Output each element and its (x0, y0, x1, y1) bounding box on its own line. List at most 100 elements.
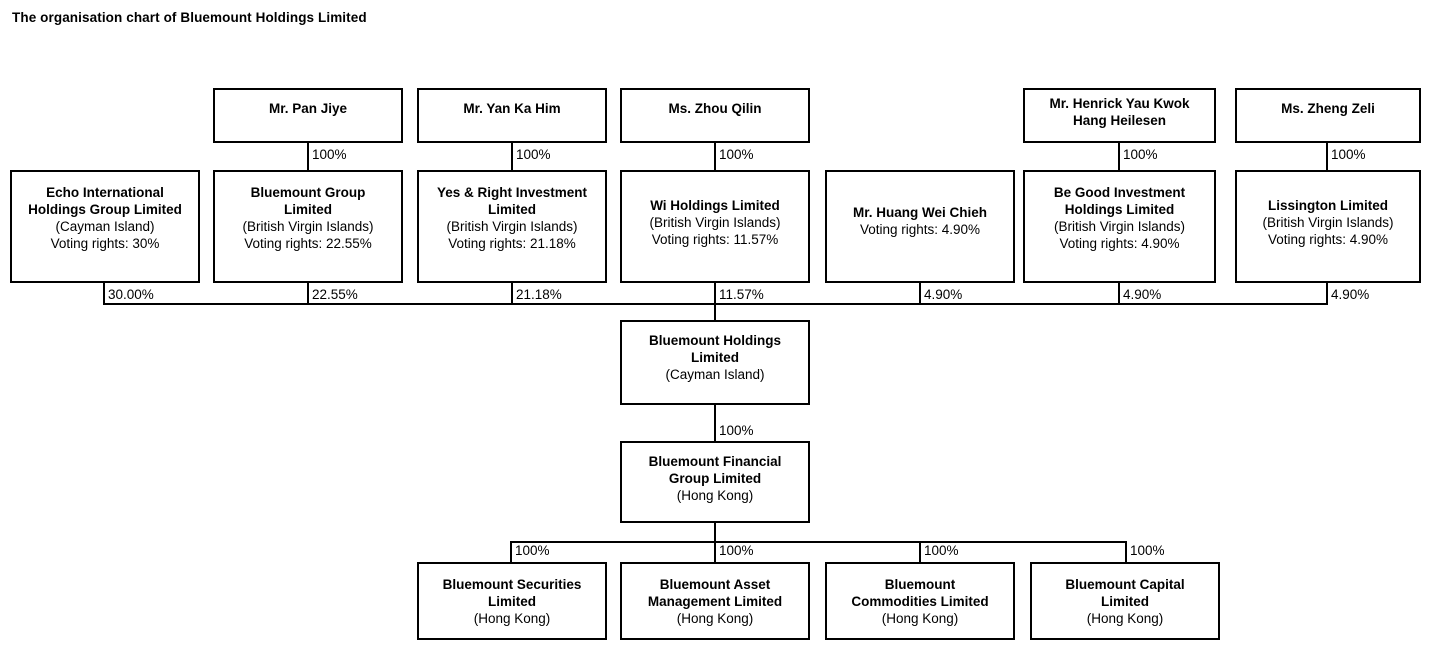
entity-name-line1: Bluemount Securities (442, 577, 582, 592)
entity-name-line1: Bluemount (884, 577, 956, 592)
entity-jurisdiction: (British Virgin Islands) (649, 214, 781, 230)
stub-lissington (1326, 283, 1328, 305)
person-name-line1: Mr. Henrick Yau Kwok (1049, 96, 1190, 111)
stub-wi-holdings (714, 283, 716, 305)
pct-bluemount-securities: 100% (515, 543, 550, 558)
pct-pan-jiye: 100% (312, 147, 347, 162)
entity-name-line1: Bluemount Holdings (649, 333, 781, 348)
entity-name-line1: Bluemount Capital (1065, 577, 1185, 592)
pct-bluemount-asset-management: 100% (719, 543, 754, 558)
entity-name-line2: Holdings Group Limited (28, 201, 182, 217)
entity-jurisdiction: (British Virgin Islands) (1262, 214, 1394, 230)
entity-jurisdiction: (British Virgin Islands) (446, 218, 578, 234)
person-box-zhou-qilin[interactable]: Ms. Zhou Qilin (620, 88, 810, 143)
person-box-zheng-zeli[interactable]: Ms. Zheng Zeli (1235, 88, 1421, 143)
entity-voting-rights: Voting rights: 22.55% (244, 235, 372, 251)
connector-financial-group-to-subsidiary-bus (714, 523, 716, 543)
entity-jurisdiction: (Hong Kong) (676, 610, 754, 626)
pct-holdings-to-financial-group: 100% (719, 423, 754, 438)
entity-box-wi-holdings[interactable]: Wi Holdings Limited (British Virgin Isla… (620, 170, 810, 283)
pct-bluemount-group: 22.55% (312, 287, 358, 302)
entity-name-line1: Mr. Huang Wei Chieh (852, 205, 987, 220)
connector-zheng-zeli-to-lissington (1326, 143, 1328, 171)
entity-jurisdiction: (British Virgin Islands) (242, 218, 374, 234)
stub-echo-international (103, 283, 105, 305)
person-box-yan-ka-him[interactable]: Mr. Yan Ka Him (417, 88, 607, 143)
person-name-line1: Ms. Zheng Zeli (1281, 101, 1375, 116)
entity-name-line1: Bluemount Financial (648, 454, 782, 469)
stub-yes-and-right (511, 283, 513, 305)
pct-lissington: 4.90% (1331, 287, 1370, 302)
stub-be-good-investment (1118, 283, 1120, 305)
person-box-henrick-yau[interactable]: Mr. Henrick Yau Kwok Hang Heilesen (1023, 88, 1216, 143)
connector-holdings-to-financial-group (714, 405, 716, 441)
entity-name-line1: Be Good Investment (1053, 185, 1186, 200)
entity-name-line2: Holdings Limited (1064, 201, 1175, 217)
entity-name-line2: Limited (487, 593, 536, 609)
entity-box-bluemount-asset-management[interactable]: Bluemount Asset Management Limited (Hong… (620, 562, 810, 640)
entity-name-line2: Limited (283, 201, 332, 217)
entity-voting-rights: Voting rights: 21.18% (448, 235, 576, 251)
person-name-line1: Ms. Zhou Qilin (668, 101, 762, 116)
subsidiary-bus-line (510, 541, 1127, 543)
entity-name-line2: Limited (1100, 593, 1149, 609)
pct-be-good-investment: 4.90% (1123, 287, 1162, 302)
entity-voting-rights: Voting rights: 4.90% (1267, 231, 1389, 247)
person-name-line2: Hang Heilesen (1072, 112, 1167, 128)
entity-box-bluemount-group[interactable]: Bluemount Group Limited (British Virgin … (213, 170, 403, 283)
pct-wi-holdings: 11.57% (719, 287, 764, 302)
pct-yan-ka-him: 100% (516, 147, 551, 162)
connector-henrick-yau-to-be-good (1118, 143, 1120, 171)
person-name-line1: Mr. Pan Jiye (268, 101, 348, 116)
pct-huang-wei-chieh: 4.90% (924, 287, 963, 302)
entity-name-line2: Commodities Limited (851, 593, 989, 609)
stub-huang-wei-chieh (919, 283, 921, 305)
entity-name-line1: Bluemount Asset (659, 577, 771, 592)
entity-box-echo-international[interactable]: Echo International Holdings Group Limite… (10, 170, 200, 283)
entity-voting-rights: Voting rights: 4.90% (859, 221, 981, 237)
stub-bluemount-asset-management (714, 541, 716, 563)
entity-box-lissington[interactable]: Lissington Limited (British Virgin Islan… (1235, 170, 1421, 283)
connector-yan-ka-him-to-yes-right (511, 143, 513, 171)
entity-name-line1: Yes & Right Investment (436, 185, 588, 200)
pct-yes-and-right: 21.18% (516, 287, 562, 302)
person-name-line1: Mr. Yan Ka Him (463, 101, 561, 116)
page-title: The organisation chart of Bluemount Hold… (12, 10, 367, 25)
entity-jurisdiction: (Hong Kong) (1086, 610, 1164, 626)
entity-name-line1: Bluemount Group (250, 185, 366, 200)
entity-box-bluemount-financial-group[interactable]: Bluemount Financial Group Limited (Hong … (620, 441, 810, 523)
connector-pan-jiye-to-bluemount-group (307, 143, 309, 171)
entity-name-line2: Limited (690, 349, 739, 365)
entity-jurisdiction: (Cayman Island) (665, 366, 765, 382)
pct-echo-international: 30.00% (108, 287, 154, 302)
entity-box-bluemount-securities[interactable]: Bluemount Securities Limited (Hong Kong) (417, 562, 607, 640)
entity-voting-rights: Voting rights: 11.57% (651, 231, 779, 247)
stub-bluemount-group (307, 283, 309, 305)
entity-box-bluemount-capital[interactable]: Bluemount Capital Limited (Hong Kong) (1030, 562, 1220, 640)
connector-bus-to-bluemount-holdings (714, 303, 716, 321)
entity-jurisdiction: (Hong Kong) (473, 610, 551, 626)
stub-bluemount-securities (510, 541, 512, 563)
entity-jurisdiction: (Hong Kong) (676, 487, 754, 503)
pct-henrick-yau: 100% (1123, 147, 1158, 162)
entity-box-yes-and-right[interactable]: Yes & Right Investment Limited (British … (417, 170, 607, 283)
entity-box-be-good-investment[interactable]: Be Good Investment Holdings Limited (Bri… (1023, 170, 1216, 283)
entity-name-line1: Lissington Limited (1268, 198, 1388, 213)
entity-jurisdiction: (British Virgin Islands) (1053, 218, 1186, 234)
pct-zheng-zeli: 100% (1331, 147, 1366, 162)
entity-name-line1: Echo International (46, 185, 164, 200)
connector-zhou-qilin-to-wi-holdings (714, 143, 716, 171)
entity-jurisdiction: (Hong Kong) (881, 610, 959, 626)
entity-box-bluemount-holdings[interactable]: Bluemount Holdings Limited (Cayman Islan… (620, 320, 810, 405)
entity-name-line2: Management Limited (647, 593, 783, 609)
person-box-pan-jiye[interactable]: Mr. Pan Jiye (213, 88, 403, 143)
entity-name-line1: Wi Holdings Limited (650, 198, 780, 213)
entity-voting-rights: Voting rights: 4.90% (1059, 235, 1180, 251)
pct-zhou-qilin: 100% (719, 147, 754, 162)
pct-bluemount-capital: 100% (1130, 543, 1165, 558)
entity-box-bluemount-commodities[interactable]: Bluemount Commodities Limited (Hong Kong… (825, 562, 1015, 640)
entity-box-huang-wei-chieh[interactable]: Mr. Huang Wei Chieh Voting rights: 4.90% (825, 170, 1015, 283)
entity-jurisdiction: (Cayman Island) (55, 218, 155, 234)
pct-bluemount-commodities: 100% (924, 543, 959, 558)
